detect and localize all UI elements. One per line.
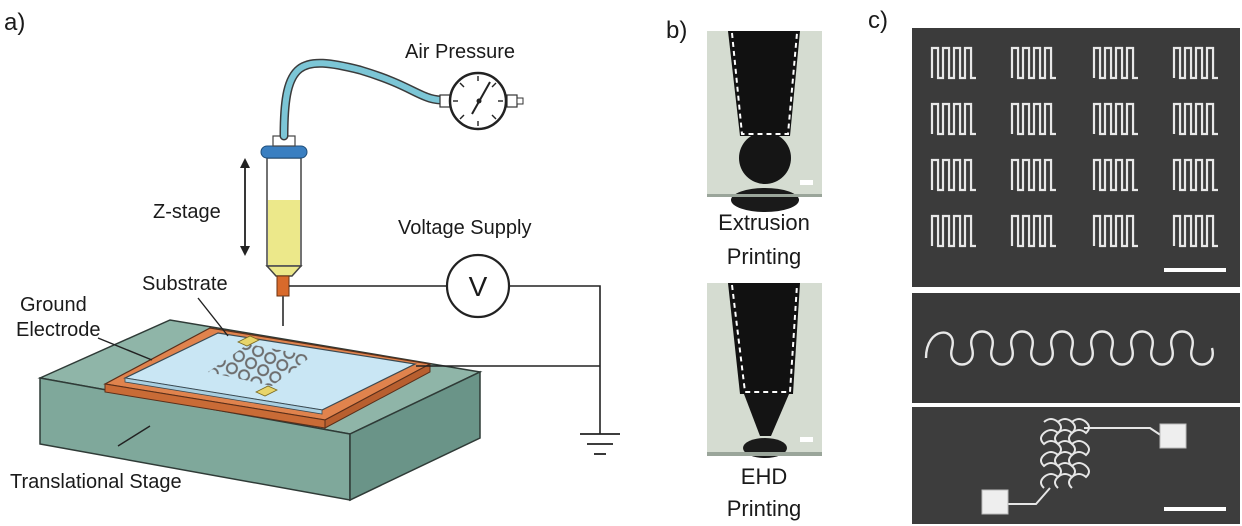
ehd-scale-bar: [800, 437, 813, 442]
horseshoe-line: [924, 330, 1214, 366]
extrusion-micrograph: [707, 31, 822, 212]
pressure-gauge: [439, 71, 524, 131]
gauge-right-fitting: [506, 94, 518, 108]
extrusion-substrate-edge: [707, 194, 822, 197]
mesh-pad-right: [1159, 423, 1187, 449]
leader-lines: [97, 297, 229, 447]
serpentine-grid: [930, 46, 1218, 248]
serpentine-r2-c4: [1172, 102, 1218, 136]
panel-c: c): [868, 7, 1240, 524]
mesh-column-3: [1068, 418, 1090, 489]
serpentine-r3-c1: [930, 158, 976, 192]
extrusion-nozzle: [728, 31, 800, 136]
syringe-taper: [265, 265, 303, 277]
electrode-side: [324, 363, 431, 429]
gauge-right-stub: [516, 97, 524, 105]
mesh-device: [981, 418, 1226, 515]
mesh-lead-left: [1002, 487, 1051, 505]
ground-electrode-label-line2: Electrode: [16, 319, 101, 341]
mesh-lead-right: [1084, 427, 1163, 437]
syringe-cap: [260, 145, 308, 159]
z-stage-arrow: [240, 158, 250, 256]
mesh-scale-bar: [1164, 507, 1226, 511]
serpentine-r2-c3: [1092, 102, 1138, 136]
horseshoe-line-image: [912, 293, 1240, 403]
syringe: [260, 135, 308, 326]
extrusion-label-line2: Printing: [727, 244, 802, 269]
contact-pad-bottom: [255, 385, 278, 397]
ehd-label-line2: Printing: [727, 496, 802, 521]
mesh-serpentine: [1040, 418, 1090, 489]
air-tube-fill: [281, 60, 453, 139]
serpentine-r4-c2: [1010, 214, 1056, 248]
serpentine-r3-c2: [1010, 158, 1056, 192]
extrusion-label-line1: Extrusion: [718, 210, 810, 235]
lattice-pattern: [208, 344, 312, 386]
printed-lattice: [208, 335, 312, 397]
serpentine-r2-c1: [930, 102, 976, 136]
voltmeter-circle: [445, 253, 511, 319]
mesh-device-image: [912, 407, 1240, 524]
serpentine-r3-c4: [1172, 158, 1218, 192]
serpentine-r4-c1: [930, 214, 976, 248]
gauge-hub: [476, 98, 482, 104]
voltmeter-symbol: V: [469, 271, 488, 302]
nozzle-holder: [276, 275, 290, 297]
ehd-micrograph: [707, 283, 822, 458]
extrusion-substrate-bead: [731, 188, 799, 212]
extrusion-scale-bar: [800, 180, 813, 185]
ehd-nozzle-outline: [731, 284, 798, 393]
panel-c-label: c): [868, 7, 888, 34]
serpentine-r1-c4: [1172, 46, 1218, 80]
extrusion-droplet: [739, 132, 791, 184]
substrate-label: Substrate: [142, 273, 228, 295]
horseshoe-pattern: [924, 330, 1214, 366]
gauge-ticks: [453, 76, 503, 126]
syringe-ink: [268, 200, 300, 265]
panel-a-label: a): [4, 9, 25, 36]
serpentine-r4-c3: [1092, 214, 1138, 248]
substrate-front: [124, 377, 323, 415]
z-stage-label: Z-stage: [153, 201, 221, 223]
serpentine-scale-bar: [1164, 268, 1226, 272]
extrusion-nozzle-outline: [731, 32, 798, 135]
circuit-wires: [289, 285, 601, 434]
translational-stage-label: Translational Stage: [10, 471, 182, 493]
ehd-cone-jet: [744, 394, 789, 436]
ground-electrode-label-line1: Ground: [20, 294, 87, 316]
serpentine-r1-c2: [1010, 46, 1056, 80]
serpentine-r3-c3: [1092, 158, 1138, 192]
mesh-pad-left: [981, 489, 1009, 515]
ehd-substrate-edge: [707, 452, 822, 456]
ehd-label-line1: EHD: [741, 464, 787, 489]
contact-pad-top: [237, 335, 260, 347]
panel-b-label: b): [666, 17, 687, 44]
serpentine-r2-c2: [1010, 102, 1056, 136]
ground-symbol: [580, 433, 620, 455]
serpentine-r1-c3: [1092, 46, 1138, 80]
gauge-needle: [471, 81, 491, 115]
panel-a: a): [4, 9, 620, 502]
panel-b: b) Extrusion Printing EHD Printing: [666, 17, 822, 521]
ehd-nozzle: [728, 283, 800, 394]
voltage-supply-label: Voltage Supply: [398, 217, 531, 239]
serpentine-r1-c1: [930, 46, 976, 80]
gauge-left-fitting: [439, 94, 451, 108]
stage-side-face: [349, 370, 481, 502]
air-pressure-label: Air Pressure: [405, 41, 515, 63]
serpentine-r4-c4: [1172, 214, 1218, 248]
